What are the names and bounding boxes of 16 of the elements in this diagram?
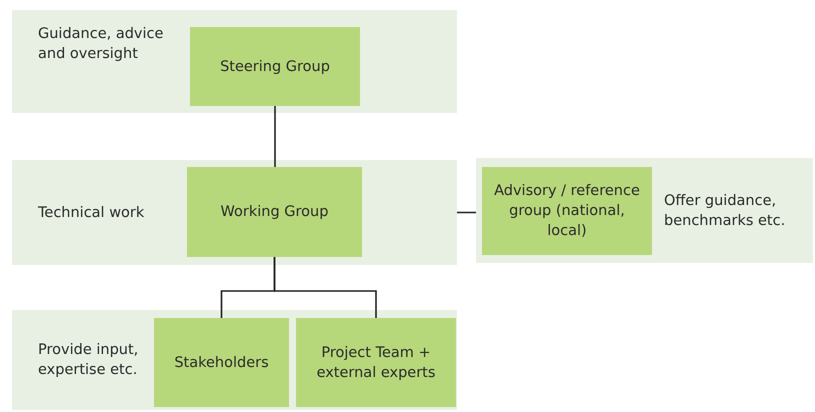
process-box: Steering Group bbox=[190, 27, 360, 106]
group-label: Technical work bbox=[38, 204, 146, 222]
process-box: Advisory / reference group (national, local) bbox=[482, 167, 652, 255]
group-band bbox=[476, 158, 813, 263]
connector-line bbox=[457, 212, 476, 214]
group-label: Guidance, advice and oversight bbox=[38, 25, 164, 64]
process-box: Working Group bbox=[187, 167, 362, 257]
process-box: Project Team + external experts bbox=[296, 318, 456, 407]
group-band bbox=[12, 310, 457, 410]
group-label: Provide input, expertise etc. bbox=[38, 341, 140, 380]
process-box: Stakeholders bbox=[154, 318, 289, 407]
group-label: Offer guidance, benchmarks etc. bbox=[664, 192, 786, 230]
group-band bbox=[12, 160, 457, 265]
group-band bbox=[12, 10, 457, 113]
connector-line bbox=[274, 106, 276, 167]
connector-line bbox=[274, 257, 377, 318]
